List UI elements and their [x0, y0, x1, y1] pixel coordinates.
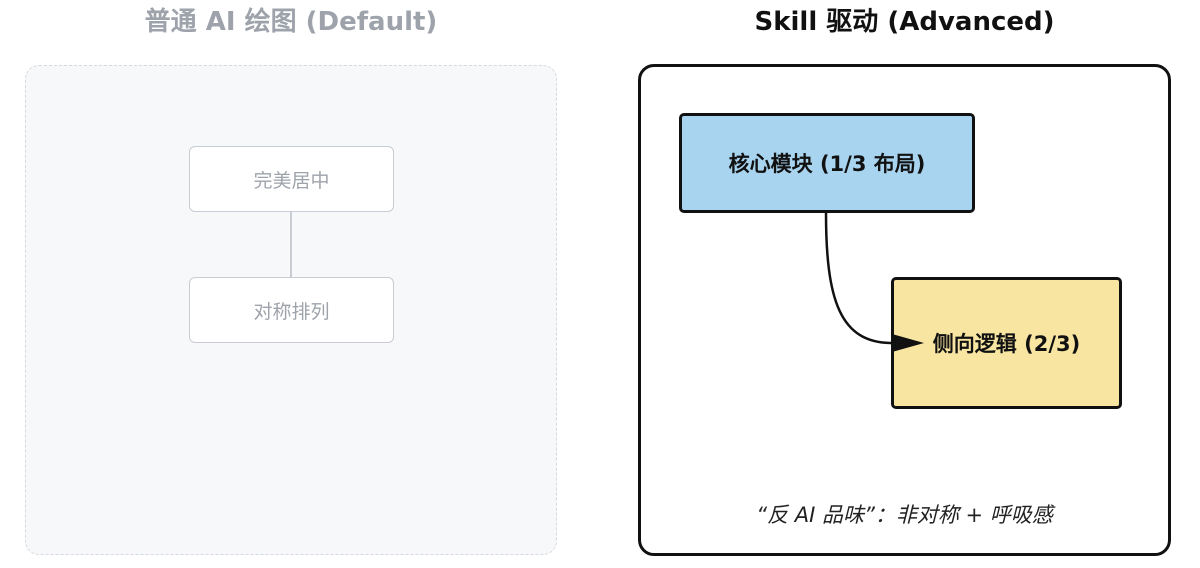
caption-text: “反 AI 品味”：非对称 + 呼吸感 — [756, 503, 1053, 527]
advanced-panel-title: Skill 驱动 (Advanced) — [754, 7, 1055, 37]
side-logic-box: 侧向逻辑 (2/3) — [891, 277, 1122, 409]
plain-connector-line — [290, 212, 292, 277]
core-module-label: 核心模块 (1/3 布局) — [728, 152, 926, 176]
centered-box: 完美居中 — [189, 146, 394, 212]
side-logic-label: 侧向逻辑 (2/3) — [932, 332, 1081, 356]
centered-box-label: 完美居中 — [253, 169, 330, 192]
core-module-box: 核心模块 (1/3 布局) — [679, 113, 975, 213]
symmetric-box: 对称排列 — [189, 277, 394, 343]
symmetric-box-label: 对称排列 — [253, 300, 330, 323]
default-panel-title: 普通 AI 绘图 (Default) — [144, 7, 438, 37]
